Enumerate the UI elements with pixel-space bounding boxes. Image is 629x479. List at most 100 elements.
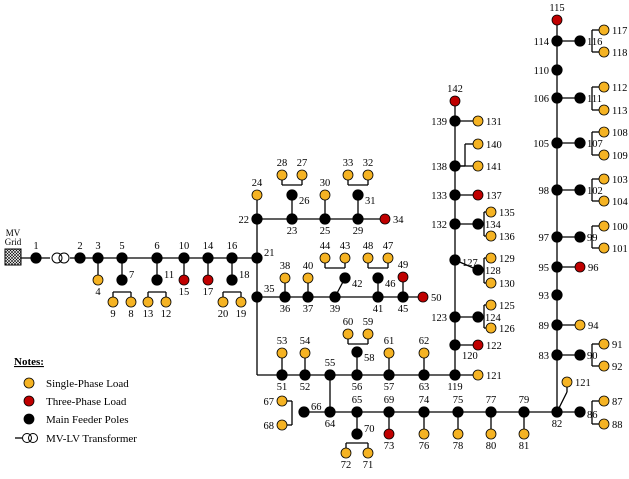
node-label: 135 [499,208,515,219]
single-phase-load-20: 20 [217,296,229,320]
node-label: 20 [218,309,229,320]
feeder-pole-58: 58 [351,346,375,364]
single-phase-load-131: 131 [472,115,502,128]
node-marker [202,252,214,264]
node-marker [449,115,461,127]
node-marker [449,339,461,351]
node-label: 111 [587,94,602,105]
node-marker [485,277,497,289]
mv-grid-label-line1: MV [6,228,21,238]
node-label: 117 [612,26,627,37]
node-marker [551,289,563,301]
node-marker [142,296,154,308]
node-label: 52 [300,382,311,393]
node-marker [485,230,497,242]
single-phase-load-94: 94 [574,319,599,332]
feeder-pole-79: 79 [518,395,530,418]
feeder-pole-97: 97 [539,231,563,244]
node-marker [383,347,395,359]
node-marker [276,369,288,381]
feeder-pole-93: 93 [539,289,563,302]
node-marker [472,138,484,150]
node-marker [472,160,484,172]
single-phase-load-125: 125 [485,299,515,312]
node-marker [574,406,586,418]
three-phase-load-137: 137 [472,189,502,202]
node-marker [302,291,314,303]
node-marker [485,428,497,440]
node-label: 106 [533,94,549,105]
node-marker [125,296,137,308]
node-marker [518,406,530,418]
node-marker [286,213,298,225]
node-label: 15 [179,287,190,298]
node-marker [485,299,497,311]
node-label: 34 [393,215,404,226]
single-phase-load-12: 12 [160,296,172,320]
node-marker [574,137,586,149]
single-phase-load-4: 4 [92,274,104,298]
node-marker [160,296,172,308]
node-marker [339,272,351,284]
node-marker [418,406,430,418]
node-label: 83 [539,351,550,362]
node-label: 128 [485,266,501,277]
single-phase-load-32: 32 [362,158,374,181]
single-phase-load-67: 67 [264,395,288,408]
node-label: 66 [311,402,322,413]
legend-three-phase-icon [23,395,35,407]
three-phase-load-50: 50 [417,291,442,304]
feeder-pole-99: 99 [574,231,598,244]
node-label: 104 [612,197,629,208]
node-label: 62 [419,336,430,347]
feeder-pole-139: 139 [431,115,461,128]
node-label: 8 [128,309,133,320]
node-label: 137 [486,191,502,202]
feeder-pole-98: 98 [539,184,563,197]
node-label: 139 [431,117,447,128]
feeder-pole-52: 52 [299,369,311,393]
node-marker [418,428,430,440]
node-label: 97 [539,233,550,244]
node-marker [598,220,610,232]
feeder-pole-18: 18 [226,270,250,286]
mv-grid-source: MV Grid [4,228,22,266]
node-label: 115 [549,3,564,14]
node-label: 9 [110,309,115,320]
single-phase-load-121: 121 [472,369,502,382]
single-phase-load-92: 92 [598,360,623,373]
feeder-pole-64: 64 [324,406,336,430]
node-marker [235,296,247,308]
node-label: 46 [385,279,396,290]
feeder-pole-45: 45 [397,291,409,315]
single-phase-load-76: 76 [418,428,430,452]
node-marker [382,252,394,264]
node-label: 75 [453,395,464,406]
node-marker [351,369,363,381]
node-marker [598,360,610,372]
node-label: 17 [203,287,214,298]
feeder-pole-16: 16 [226,241,238,264]
single-phase-load-141: 141 [472,160,502,173]
legend-title: Notes: [14,356,44,368]
node-label: 64 [325,419,336,430]
node-label: 48 [363,241,374,252]
node-marker [251,213,263,225]
single-phase-load-19: 19 [235,296,247,320]
node-marker [329,291,341,303]
node-label: 10 [179,241,190,252]
node-label: 50 [431,293,442,304]
feeder-pole-134: 134 [472,218,502,231]
node-marker [574,231,586,243]
node-marker [362,252,374,264]
node-marker [472,264,484,276]
node-marker [319,189,331,201]
node-label: 114 [534,37,550,48]
node-label: 118 [612,48,627,59]
node-marker [472,218,484,230]
node-label: 49 [398,260,409,271]
feeder-pole-41: 41 [372,291,384,315]
node-marker [352,213,364,225]
feeder-pole-70: 70 [351,424,375,440]
